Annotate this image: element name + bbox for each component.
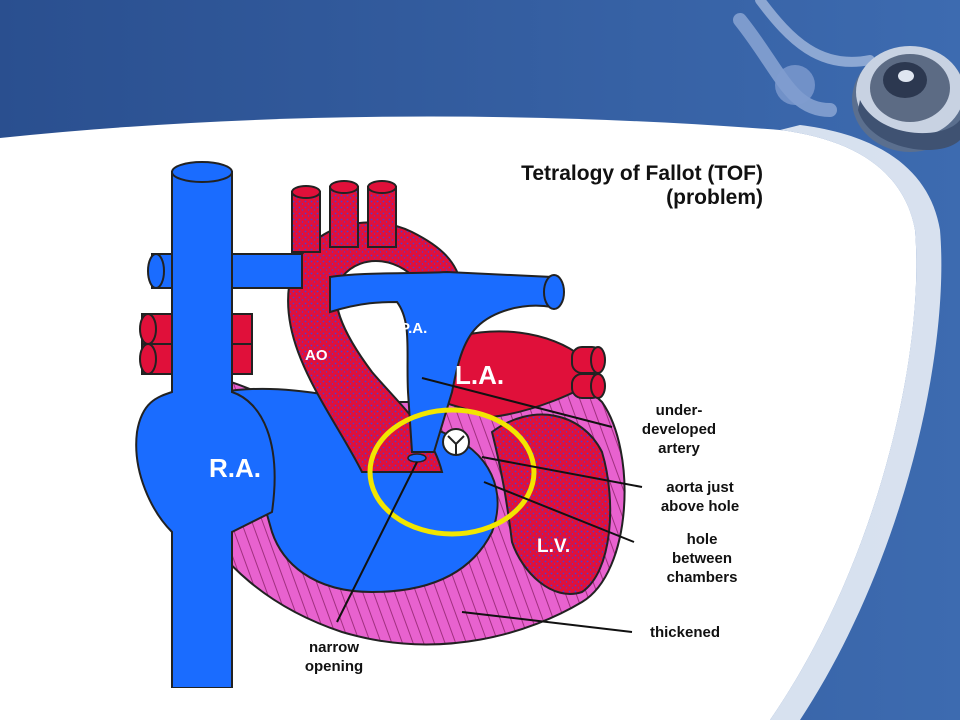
callout-thickened: thickened — [650, 624, 720, 641]
callout-hole-3: chambers — [667, 569, 738, 586]
label-ra: R.A. — [209, 453, 261, 483]
callout-narrow-1: narrow — [309, 639, 359, 656]
label-la: L.A. — [455, 360, 504, 390]
diagram-title: Tetralogy of Fallot (TOF) — [521, 162, 763, 185]
label-lv: L.V. — [537, 536, 570, 557]
tof-diagram: Tetralogy of Fallot (TOF) (problem) AO P… — [112, 152, 776, 688]
callout-hole-2: between — [672, 550, 732, 567]
diagram-subtitle: (problem) — [666, 186, 763, 209]
highlight-ring — [367, 407, 537, 537]
pulmonary-artery — [329, 270, 553, 453]
callout-underdeveloped-2: developed — [642, 421, 716, 438]
stethoscope-icon — [733, 0, 960, 152]
callout-narrow-2: opening — [305, 658, 363, 675]
callout-underdeveloped-3: artery — [658, 440, 700, 457]
callout-underdeveloped-1: under- — [656, 402, 703, 419]
callout-hole-1: hole — [687, 531, 718, 548]
label-pa: P.A. — [400, 320, 427, 337]
label-ao: AO — [305, 347, 328, 364]
callout-aorta-1: aorta just — [666, 479, 734, 496]
vena-cava — [135, 171, 276, 688]
callout-aorta-2: above hole — [661, 498, 739, 515]
